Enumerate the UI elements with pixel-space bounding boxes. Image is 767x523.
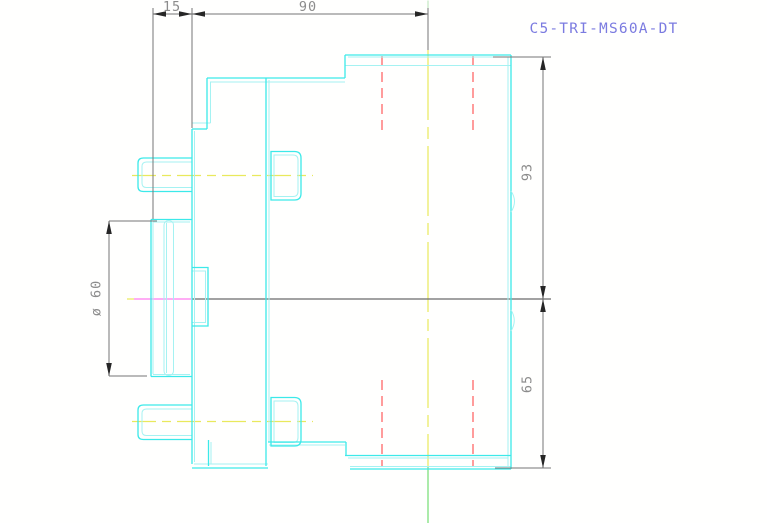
- arrowhead: [540, 299, 546, 312]
- arrowhead: [179, 11, 192, 17]
- arrowhead: [540, 455, 546, 468]
- upper-bolt: [270, 150, 302, 201]
- part-outline: [137, 54, 515, 470]
- hidden-detail-lines: [381, 56, 474, 467]
- arrowhead: [540, 57, 546, 70]
- dimension-right-93: 93: [493, 56, 551, 299]
- centerlines: [127, 0, 551, 523]
- dimension-label-65: 65: [520, 375, 536, 393]
- dimension-top-15: 15: [152, 0, 193, 219]
- lower-bolt: [270, 396, 302, 447]
- dimension-top-90: 90: [192, 0, 429, 50]
- arrowhead: [106, 221, 112, 234]
- drawing-title: C5-TRI-MS60A-DT: [530, 21, 679, 37]
- hub-inner-register: [163, 220, 174, 376]
- dimension-right-65: 65: [495, 299, 551, 469]
- dimension-label-93: 93: [520, 163, 536, 181]
- dimension-left-diameter-60: ø 60: [89, 220, 157, 377]
- dimension-label-90: 90: [299, 0, 317, 15]
- arrowhead: [540, 286, 546, 299]
- arrowhead: [192, 11, 205, 17]
- relief-arc-lower: [510, 309, 515, 332]
- relief-arc-upper: [510, 190, 515, 213]
- arrowhead: [106, 363, 112, 376]
- dimension-label-diameter: ø 60: [89, 280, 105, 317]
- dimension-label-15: 15: [163, 0, 181, 15]
- lower-jaw: [137, 404, 192, 441]
- arrowhead: [153, 11, 166, 17]
- upper-jaw: [137, 157, 192, 193]
- part-outline-secondary: [141, 56, 511, 467]
- arrowhead: [415, 11, 428, 17]
